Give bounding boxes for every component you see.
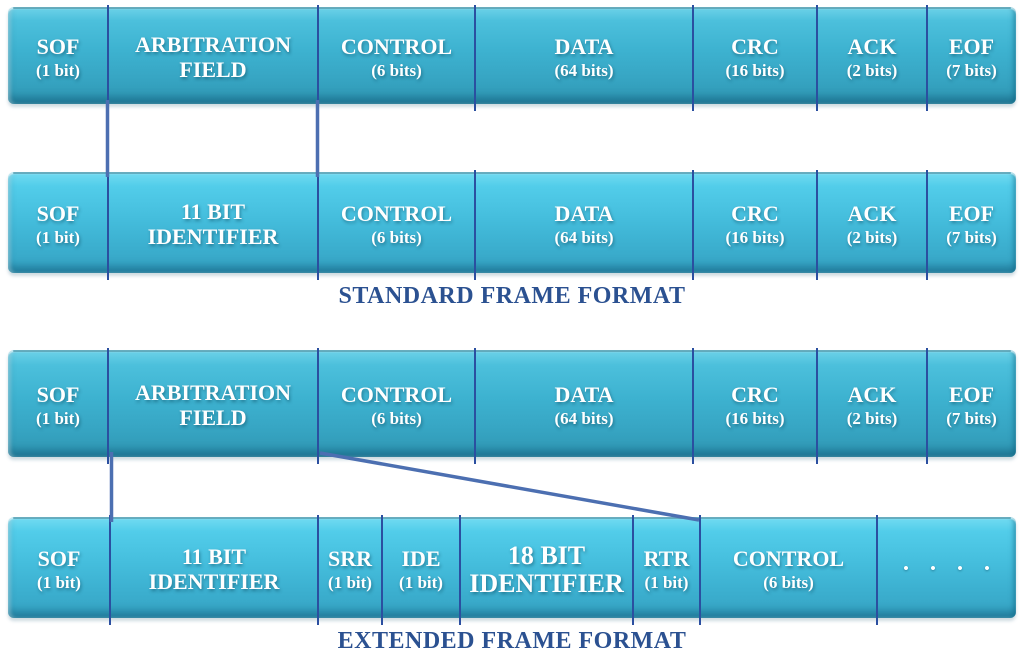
frame-row-background bbox=[8, 172, 1016, 273]
segment-label: EOF bbox=[948, 34, 995, 60]
segment-sublabel: (1 bit) bbox=[328, 572, 372, 592]
segment-sublabel: (1 bit) bbox=[36, 408, 80, 428]
segment-crc: CRC(16 bits) bbox=[693, 5, 818, 111]
segment-sof: SOF(1 bit) bbox=[8, 515, 111, 625]
segment-eof: EOF(7 bits) bbox=[927, 7, 1016, 104]
segment-ellipsis: • • • • bbox=[877, 517, 1016, 618]
segment-ide: IDE(1 bit) bbox=[382, 515, 461, 625]
segment-sublabel: (16 bits) bbox=[725, 408, 785, 428]
segment-sublabel: (6 bits) bbox=[371, 60, 422, 80]
connector-line-extended-diagonal bbox=[319, 451, 700, 522]
segment-label: • • • • bbox=[903, 561, 999, 578]
segment-data: DATA(64 bits) bbox=[475, 348, 694, 464]
segment-ack: ACK(2 bits) bbox=[817, 170, 928, 280]
segment-sublabel: (2 bits) bbox=[846, 227, 898, 247]
segment-label: CRC bbox=[731, 34, 779, 60]
segment-sublabel: (1 bit) bbox=[37, 572, 81, 592]
segment-data: DATA(64 bits) bbox=[475, 170, 694, 280]
segment-sublabel: (6 bits) bbox=[371, 227, 422, 247]
segment-sublabel: (64 bits) bbox=[554, 408, 614, 428]
segment-sublabel: (6 bits) bbox=[763, 572, 814, 592]
segment-label: SOF bbox=[36, 201, 80, 227]
segment-sublabel: (1 bit) bbox=[399, 572, 443, 592]
segment-sublabel: (1 bit) bbox=[36, 60, 80, 80]
segment-label: CONTROL bbox=[340, 34, 453, 60]
segment-label: SOF bbox=[37, 546, 81, 572]
segment-sublabel: (7 bits) bbox=[946, 408, 997, 428]
segment-ack: ACK(2 bits) bbox=[817, 5, 928, 111]
segment-sublabel: (6 bits) bbox=[371, 408, 422, 428]
segment-control: CONTROL(6 bits) bbox=[318, 5, 476, 111]
extended-frame-format-title: EXTENDED FRAME FORMAT bbox=[337, 628, 687, 654]
segment-label: RTR bbox=[643, 546, 690, 572]
segment-sof: SOF(1 bit) bbox=[8, 5, 109, 111]
segment-sublabel: (1 bit) bbox=[644, 572, 689, 592]
segment-sof: SOF(1 bit) bbox=[8, 348, 109, 464]
segment-label: CONTROL bbox=[340, 382, 453, 408]
segment-sublabel: (2 bits) bbox=[846, 60, 898, 80]
segment-sublabel: (64 bits) bbox=[554, 60, 614, 80]
standard-frame-format-title: STANDARD FRAME FORMAT bbox=[338, 283, 686, 309]
frame-row-background bbox=[8, 7, 1016, 104]
segment-label: ACK bbox=[847, 382, 897, 408]
segment-sublabel: (7 bits) bbox=[946, 227, 997, 247]
frame-row-background bbox=[8, 350, 1016, 457]
segment-label: CONTROL bbox=[732, 546, 845, 572]
segment-srr: SRR(1 bit) bbox=[318, 515, 383, 625]
segment-label: ACK bbox=[847, 34, 897, 60]
segment-sublabel: (16 bits) bbox=[725, 227, 785, 247]
segment-sof: SOF(1 bit) bbox=[8, 170, 109, 280]
segment-label: SRR bbox=[327, 546, 372, 572]
segment-control: CONTROL(6 bits) bbox=[700, 515, 878, 625]
segment-label: DATA bbox=[554, 34, 614, 60]
segment-eof: EOF(7 bits) bbox=[927, 172, 1016, 273]
segment-control: CONTROL(6 bits) bbox=[318, 170, 476, 280]
segment-data: DATA(64 bits) bbox=[475, 5, 694, 111]
segment-label: ACK bbox=[847, 201, 897, 227]
segment-label: DATA bbox=[554, 201, 614, 227]
segment-label: IDE bbox=[401, 546, 441, 572]
segment-label: EOF bbox=[948, 201, 995, 227]
segment-sublabel: (16 bits) bbox=[725, 60, 785, 80]
segment-rtr: RTR(1 bit) bbox=[633, 515, 701, 625]
segment-label: EOF bbox=[948, 382, 995, 408]
segment-eof: EOF(7 bits) bbox=[927, 350, 1016, 457]
segment-crc: CRC(16 bits) bbox=[693, 348, 818, 464]
segment-label: SOF bbox=[36, 382, 80, 408]
segment-sublabel: (1 bit) bbox=[36, 227, 80, 247]
segment-label: CRC bbox=[731, 201, 779, 227]
segment-sublabel: (7 bits) bbox=[946, 60, 997, 80]
frame-row-background bbox=[8, 517, 1016, 618]
segment-sublabel: (64 bits) bbox=[554, 227, 614, 247]
segment-ack: ACK(2 bits) bbox=[817, 348, 928, 464]
segment-label: DATA bbox=[554, 382, 614, 408]
segment-label: CONTROL bbox=[340, 201, 453, 227]
segment-sublabel: (2 bits) bbox=[846, 408, 898, 428]
segment-label: CRC bbox=[731, 382, 779, 408]
segment-control: CONTROL(6 bits) bbox=[318, 348, 476, 464]
segment-crc: CRC(16 bits) bbox=[693, 170, 818, 280]
segment-label: SOF bbox=[36, 34, 80, 60]
